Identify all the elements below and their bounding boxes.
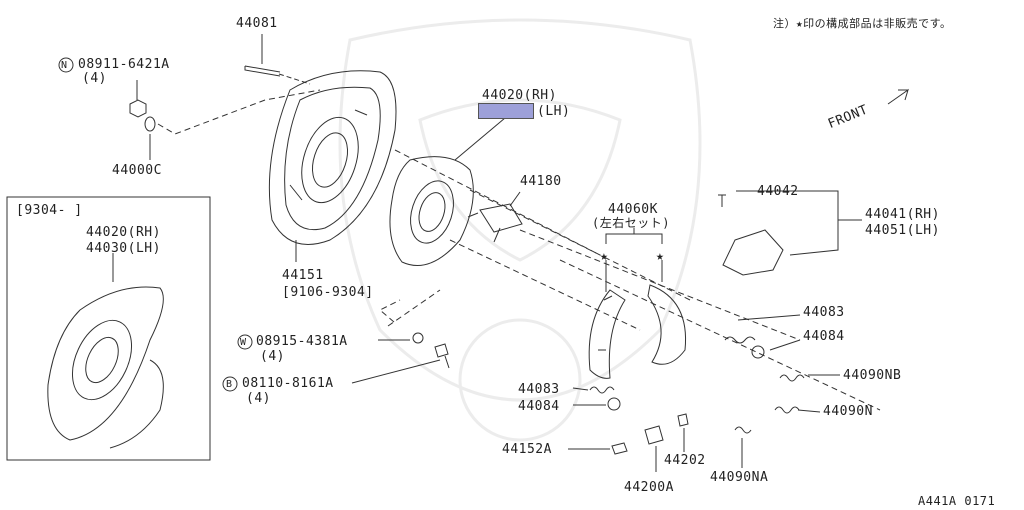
highlight-box (478, 103, 534, 119)
bolt-symbol-circle (222, 376, 238, 392)
inset-range: [9304- ] (16, 203, 83, 218)
pin-44042 (718, 194, 726, 207)
bolt-symbol: B (226, 379, 233, 390)
inset-label-lh: 44030(LH) (86, 241, 161, 256)
part-44060k: 44060K (608, 202, 658, 217)
part-44083-left: 44083 (518, 382, 560, 397)
spring-44090nb (779, 374, 805, 382)
nut-code: 08911-6421A (78, 57, 170, 72)
watermark-emblem (338, 18, 702, 442)
brake-shoe-right (647, 284, 687, 365)
brake-plate-44020 (389, 156, 474, 266)
part-44090nb: 44090NB (843, 368, 902, 383)
part-44000c: 44000C (112, 163, 162, 178)
spring-44083-r (724, 336, 756, 344)
star-marker-right: ★ (656, 249, 665, 264)
part-44090n: 44090N (823, 404, 873, 419)
part-44180: 44180 (520, 174, 562, 189)
backing-plate-44151 (268, 70, 397, 245)
cylinder-44180 (467, 203, 523, 243)
part-44151: 44151 (282, 268, 324, 283)
part-44030: (LH) (537, 104, 571, 119)
diagram-code: A441A 0171 (918, 494, 996, 508)
adjuster-44200a (644, 425, 664, 445)
part-44152a: 44152A (502, 442, 552, 457)
washer-08915 (412, 332, 424, 344)
part-44151-range: [9106-9304] (282, 285, 374, 300)
inset-frame (6, 196, 211, 461)
front-arrow-icon (887, 88, 909, 105)
part-44200a: 44200A (624, 480, 674, 495)
star-marker-left: ★ (600, 249, 609, 264)
cup-44084-r (751, 345, 765, 359)
part-44020: 44020(RH) (482, 88, 557, 103)
nut-symbol-circle (58, 57, 74, 73)
part-44081: 44081 (236, 16, 278, 31)
nut-qty: (4) (82, 71, 107, 86)
part-44041: 44041(RH) (865, 207, 940, 222)
bracket-44060k (605, 233, 663, 244)
part-44051: 44051(LH) (865, 223, 940, 238)
part-44083-right: 44083 (803, 305, 845, 320)
nut-44152a (611, 442, 628, 455)
nut-symbol: N (61, 60, 68, 71)
washer-code: 08915-4381A (256, 334, 348, 349)
washer-symbol-circle (237, 334, 253, 350)
brake-shoe-left (588, 289, 626, 379)
lever-44041 (722, 229, 784, 276)
washer-symbol: W (240, 337, 247, 348)
screw-44202 (677, 413, 689, 427)
part-44090na: 44090NA (710, 470, 769, 485)
part-44202: 44202 (664, 453, 706, 468)
inset-label-rh: 44020(RH) (86, 225, 161, 240)
part-44042: 44042 (757, 184, 799, 199)
note-text: 注）★印の構成部品は非販売です。 (773, 17, 952, 30)
part-44084-right: 44084 (803, 329, 845, 344)
part-44060k-note: (左右セット) (592, 216, 670, 230)
cup-44084-l (607, 397, 621, 411)
spring-44083-l (589, 386, 615, 394)
bolt-code: 08110-8161A (242, 376, 334, 391)
nut-part (129, 99, 147, 118)
washer-part (144, 116, 156, 132)
bolt-qty: (4) (246, 391, 271, 406)
bolt-44081 (244, 65, 281, 77)
spring-44090n (774, 406, 800, 414)
washer-qty: (4) (260, 349, 285, 364)
spring-44090na (734, 426, 752, 434)
part-44084-left: 44084 (518, 399, 560, 414)
bolt-08110 (434, 343, 450, 369)
inset-backing-plate (47, 286, 164, 449)
